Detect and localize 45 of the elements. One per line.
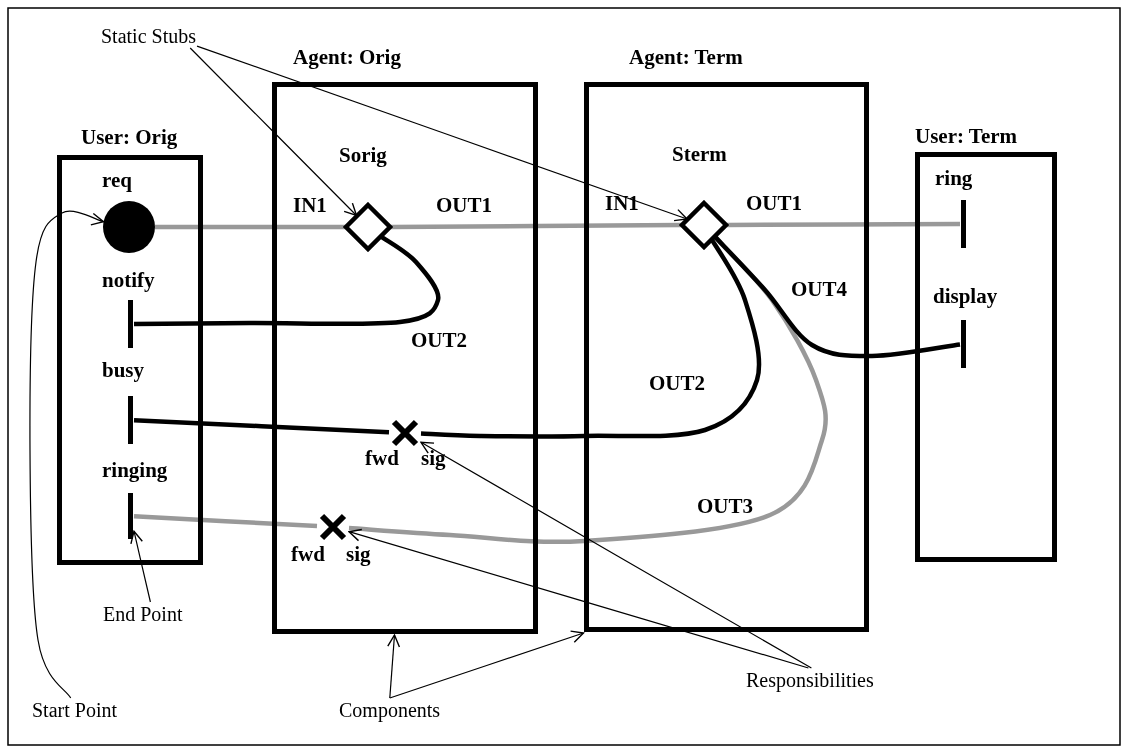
responsibility-label: fwd — [291, 544, 325, 565]
scenario-path — [390, 222, 682, 230]
leader-line — [196, 45, 688, 222]
leader-line — [387, 634, 401, 699]
scenario-path — [133, 234, 441, 327]
leader-line — [420, 441, 812, 669]
responsibility-label: sig — [346, 544, 371, 565]
path-label: busy — [102, 360, 145, 381]
scenario-path — [133, 417, 390, 435]
path-label: ring — [935, 168, 973, 189]
path-label: notify — [102, 270, 155, 291]
annotation-text: Components — [339, 699, 441, 721]
annotation-text: Static Stubs — [101, 25, 196, 47]
component-title: User: Orig — [81, 127, 178, 148]
component-title: User: Term — [915, 126, 1018, 147]
scenario-path — [133, 513, 318, 529]
leader-line — [130, 530, 151, 603]
path-label: ringing — [102, 460, 168, 481]
leader-line — [189, 47, 358, 217]
port-label: OUT4 — [791, 279, 847, 300]
scenario-path — [726, 221, 960, 228]
stub-label: Sorig — [339, 145, 387, 166]
leader-line — [389, 630, 585, 699]
stub-label: Sterm — [672, 144, 727, 165]
port-label: IN1 — [293, 195, 327, 216]
leader-line — [348, 528, 809, 669]
responsibility-label: sig — [421, 448, 446, 469]
port-label: OUT2 — [649, 373, 705, 394]
annotation-text: Responsibilities — [746, 669, 874, 691]
annotation-text: End Point — [103, 603, 183, 625]
port-label: OUT3 — [697, 496, 753, 517]
path-label: display — [933, 286, 998, 307]
port-label: OUT1 — [746, 193, 802, 214]
scenario-path — [420, 238, 762, 439]
responsibility-label: fwd — [365, 448, 399, 469]
component-title: Agent: Term — [629, 47, 743, 68]
leader-line — [29, 210, 105, 699]
scenario-path — [155, 224, 345, 230]
component-title: Agent: Orig — [293, 47, 401, 68]
port-label: OUT2 — [411, 330, 467, 351]
scenario-path — [713, 235, 961, 359]
path-label: req — [102, 170, 132, 191]
port-label: IN1 — [605, 193, 639, 214]
annotation-text: Start Point — [32, 699, 117, 721]
port-label: OUT1 — [436, 195, 492, 216]
